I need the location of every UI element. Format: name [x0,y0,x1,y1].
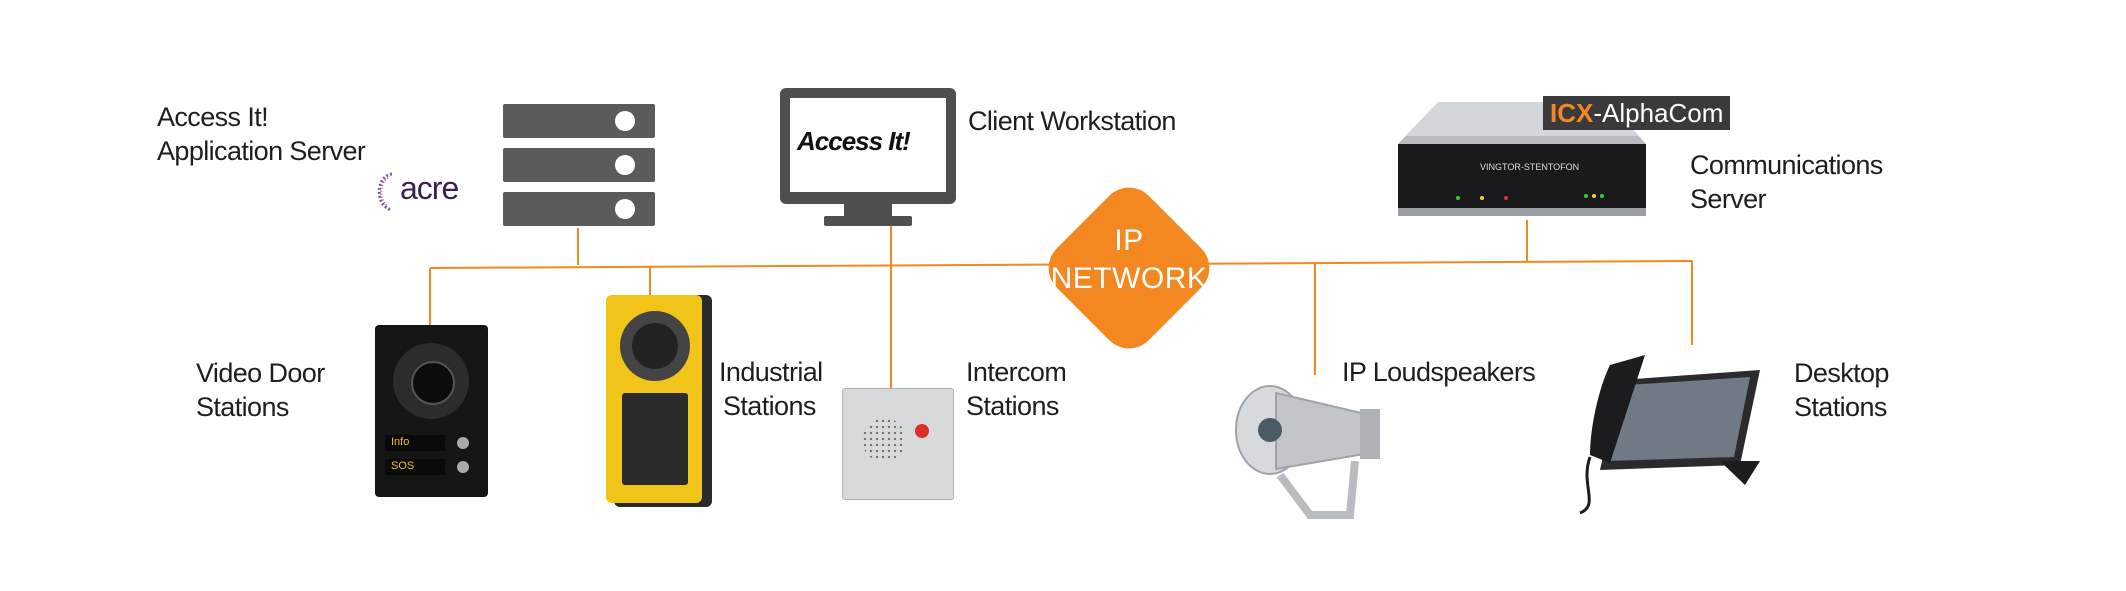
ip-loudspeakers-label: IP Loudspeakers [1342,357,1536,387]
acre-wordmark: acre [400,170,459,206]
hub-label-line2: NETWORK [1050,262,1208,295]
ip-loudspeaker-icon [1220,365,1390,525]
server-brand-text: VINGTOR-STENTOFON [1480,162,1580,172]
industrial-label-line1: Industrial [719,357,823,387]
app-server-label-line2: Application Server [157,136,366,166]
access-it-logo: Access It! [797,126,911,156]
industrial-label-line2: Stations [723,391,816,421]
video-door-station-icon: Info SOS [375,325,488,497]
icx-prefix: ICX [1550,98,1594,128]
icx-alphacom-logo: ICX-AlphaCom [1543,96,1731,130]
desktop-label-line2: Stations [1794,392,1887,422]
client-workstation-label: Client Workstation [968,106,1176,136]
desktop-station-icon [1570,345,1770,515]
intercom-station-icon [842,388,954,500]
info-button-label: Info [391,436,410,448]
icx-suffix: -AlphaCom [1593,98,1724,128]
intercom-label-line1: Intercom [966,357,1067,387]
intercom-label-line2: Stations [966,391,1059,421]
hub-label: IP NETWORK [1039,222,1219,298]
video-door-label-line1: Video Door [196,358,325,388]
sos-button-label: SOS [391,460,415,472]
comm-server-label-line1: Communications [1690,150,1883,180]
desktop-label-line1: Desktop [1794,358,1889,388]
acre-logo: acre [370,166,490,216]
video-door-label-line2: Stations [196,392,289,422]
industrial-station-icon [606,295,712,507]
ip-network-hub-icon: IP NETWORK [1037,176,1221,360]
hub-label-line1: IP [1114,224,1144,257]
monitor-icon: Access It! [780,88,956,228]
comm-server-label-line2: Server [1690,184,1767,214]
app-server-label-line1: Access It! [157,102,269,132]
